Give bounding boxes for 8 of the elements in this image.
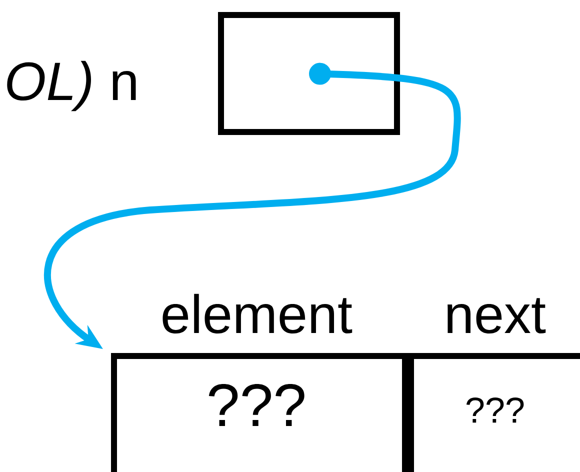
variable-label: OL) n [7,60,136,112]
column-heading: element [162,294,352,334]
cell-value: ??? [208,384,304,426]
column-heading: next [448,298,546,334]
box [218,12,400,135]
cell-value: ??? [466,397,524,423]
table-cell [408,353,580,472]
table-cell [111,353,408,472]
